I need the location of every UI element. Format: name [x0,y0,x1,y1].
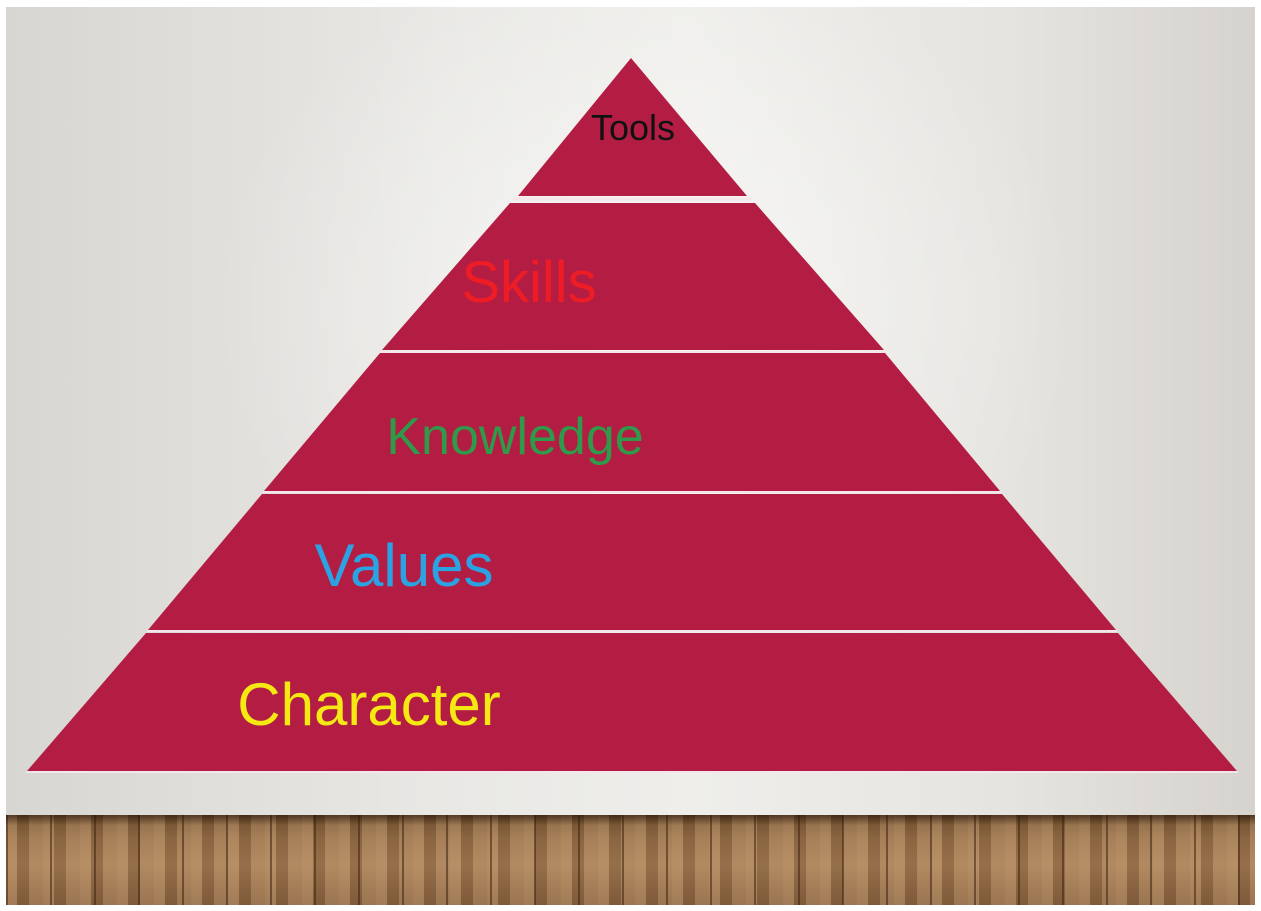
tier-skills-label: Skills [461,250,596,315]
slide-canvas: Tools Skills Knowledge Values Character [6,7,1255,905]
tier-character-label: Character [237,671,500,738]
tier-character-shape [27,633,1237,771]
tier-tools-shape [518,58,747,196]
tier-knowledge-shape [264,353,1000,491]
pyramid-diagram: Tools Skills Knowledge Values Character [26,58,1238,773]
tier-values-label: Values [314,532,493,599]
wooden-floor [6,815,1255,905]
tier-tools-label: Tools [591,107,675,148]
floor-shadow [6,815,1255,825]
tier-values-shape [148,494,1116,630]
tier-knowledge-label: Knowledge [386,408,643,466]
tier-skills-shape [382,203,884,350]
